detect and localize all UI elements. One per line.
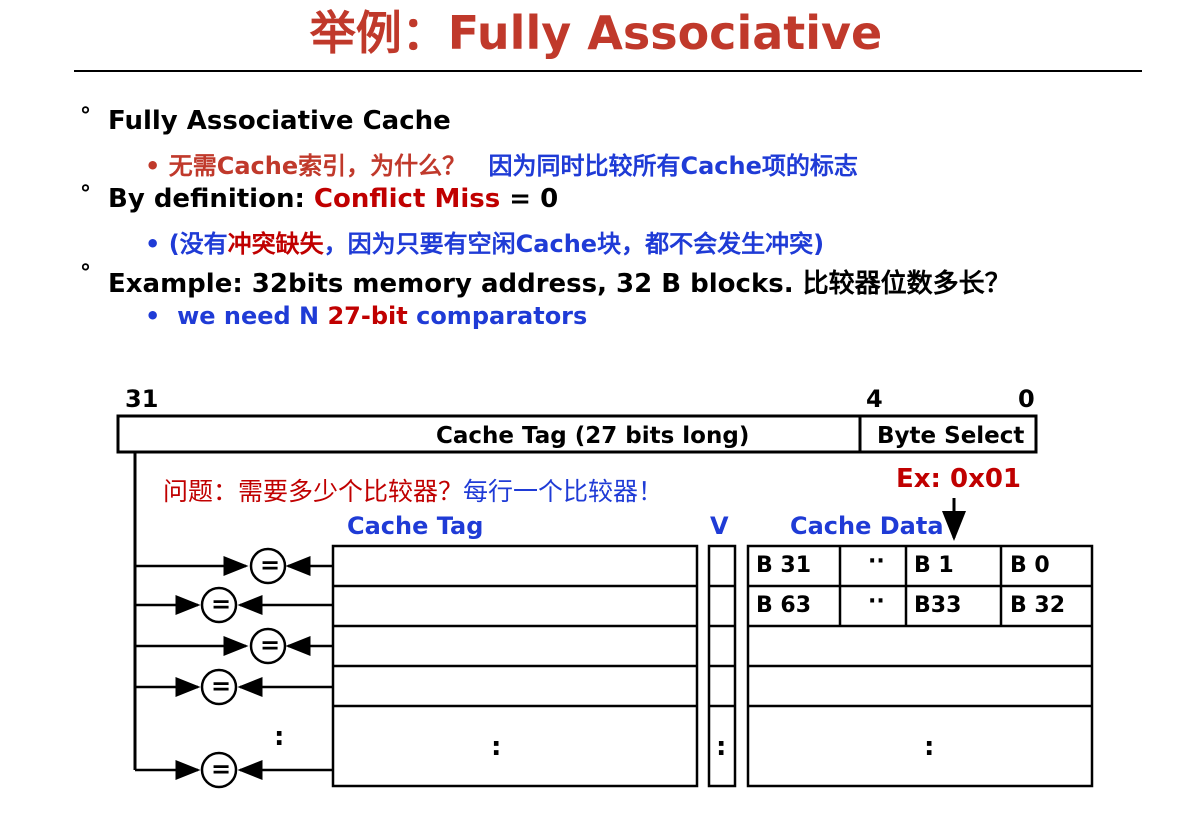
example-address: Ex: 0x01 xyxy=(896,464,1022,494)
no-index-answer: 因为同时比较所有Cache项的标志 xyxy=(488,152,858,180)
data-cell: B 63 xyxy=(756,593,812,618)
comparator-question: 问题：需要多少个比较器？每行一个比较器！ xyxy=(163,472,663,508)
cache-tag-array xyxy=(331,544,699,788)
data-cell: B33 xyxy=(914,593,962,618)
no-conflict-part1: (没有 xyxy=(168,230,228,258)
bullet-marker: ° xyxy=(80,182,91,207)
cache-tag-field: Cache Tag (27 bits long) xyxy=(436,423,750,449)
cache-data-header: Cache Data xyxy=(790,512,944,540)
bullet-fully-associative: Fully Associative Cache xyxy=(108,106,451,136)
data-cell-ellipsis: ·· xyxy=(868,589,885,614)
bit-0-label: 0 xyxy=(1018,385,1035,413)
page-title: 举例：Fully Associative xyxy=(309,6,883,60)
comparator-equals: = xyxy=(211,672,232,700)
comparators-tail: comparators xyxy=(407,302,588,330)
comparator-equals: = xyxy=(260,551,281,579)
data-cell-ellipsis: ·· xyxy=(868,549,885,574)
definition-lead: By definition: xyxy=(108,184,314,214)
bullet-marker: ° xyxy=(80,104,91,129)
cache-tag-header: Cache Tag xyxy=(347,512,484,540)
no-index-question: 无需Cache索引，为什么？ xyxy=(168,152,467,180)
address-register xyxy=(116,414,1038,454)
cache-data-array xyxy=(746,544,1094,788)
valid-ellipsis: : xyxy=(716,732,727,762)
tag-ellipsis: : xyxy=(491,732,502,762)
question-answer: 每行一个比较器！ xyxy=(463,477,664,506)
comparator-equals: = xyxy=(260,631,281,659)
sub-bullet-comparators: • we need N 27-bit comparators xyxy=(145,302,588,330)
title-divider xyxy=(74,70,1142,72)
sub-bullet-no-index: • 无需Cache索引，为什么？ 因为同时比较所有Cache项的标志 xyxy=(145,152,858,180)
data-ellipsis: : xyxy=(924,732,935,762)
no-conflict-term: 冲突缺失 xyxy=(227,230,324,258)
comparators-bits: 27-bit xyxy=(327,302,408,330)
bit-31-label: 31 xyxy=(125,385,159,413)
data-cell: B 0 xyxy=(1010,553,1050,578)
sub-bullet-no-conflict: • (没有冲突缺失，因为只要有空闲Cache块，都不会发生冲突) xyxy=(145,230,825,258)
bullet-definition: By definition: Conflict Miss = 0 xyxy=(108,184,558,214)
no-conflict-part2: ，因为只要有空闲Cache块，都不会发生冲突) xyxy=(323,230,825,258)
definition-tail: = 0 xyxy=(500,184,559,214)
comparator-equals: = xyxy=(211,755,232,783)
valid-bit-array xyxy=(707,544,737,788)
comparator-equals: = xyxy=(211,590,232,618)
comparator-ellipsis: : xyxy=(274,722,285,752)
question-text: 问题：需要多少个比较器？ xyxy=(163,477,464,506)
bullet-example: Example: 32bits memory address, 32 B blo… xyxy=(108,269,1011,299)
conflict-miss-term: Conflict Miss xyxy=(313,184,501,214)
bit-4-label: 4 xyxy=(866,385,883,413)
data-cell: B 1 xyxy=(914,553,954,578)
valid-header: V xyxy=(710,512,729,540)
bullet-marker: ° xyxy=(80,261,91,286)
data-cell: B 31 xyxy=(756,553,812,578)
comparators-lead: we need N xyxy=(177,302,328,330)
data-cell: B 32 xyxy=(1010,593,1066,618)
comparators xyxy=(135,547,333,789)
byte-select-field: Byte Select xyxy=(877,423,1025,449)
